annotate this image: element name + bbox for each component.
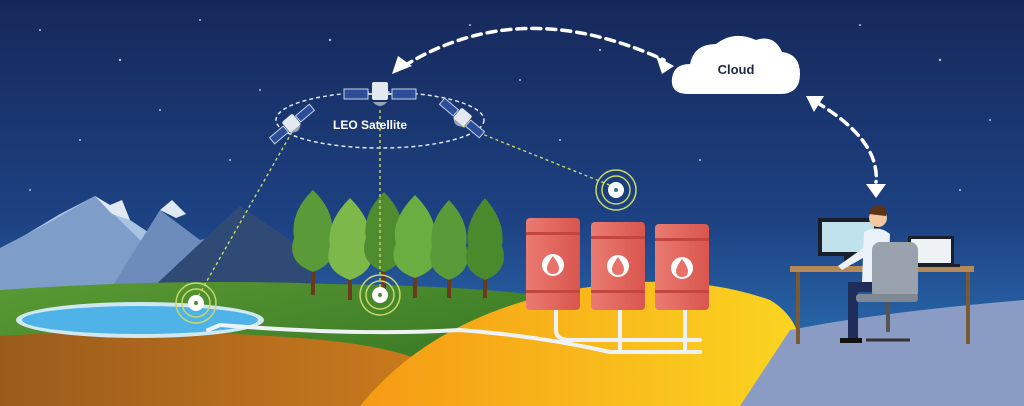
satellite-icon — [343, 82, 417, 106]
wireless-sensor-icon — [359, 274, 401, 316]
satellite-icon — [438, 97, 486, 139]
arrowhead-icon — [392, 56, 412, 74]
fuel-tank-icon — [591, 222, 645, 310]
satellite-label: LEO Satellite — [333, 118, 408, 132]
person-at-computer-icon — [790, 205, 974, 344]
trees — [292, 190, 504, 300]
radio-links — [195, 110, 613, 301]
fuel-tanks — [526, 218, 709, 310]
dirt-ground — [0, 331, 420, 406]
wireless-sensor-icon — [595, 169, 637, 211]
fuel-tank-icon — [655, 224, 709, 310]
pipeline — [206, 304, 702, 354]
mountains — [0, 196, 320, 290]
wireless-sensor-icon — [175, 282, 217, 324]
cloud-label: Cloud — [717, 62, 755, 77]
arrowhead-icon — [656, 56, 674, 74]
satellite-cloud-link — [402, 26, 666, 68]
cloud-icon — [671, 35, 800, 94]
fuel-tank-icon — [526, 218, 580, 310]
stars — [29, 19, 991, 191]
cloud-office-link — [814, 100, 878, 184]
arrowhead-icon — [806, 96, 824, 112]
satellite-icon — [268, 103, 316, 145]
office-floor — [740, 300, 1024, 406]
arrowhead-icon — [866, 184, 886, 198]
